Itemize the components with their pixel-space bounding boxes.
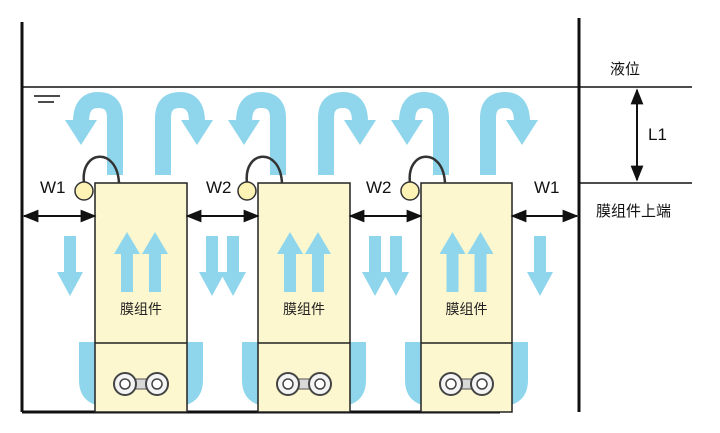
liquid-level-label: 液位	[610, 60, 640, 78]
gap-3-down-arrow-2	[383, 236, 409, 296]
top-flow-right-2	[318, 91, 376, 175]
module-2-up-arrow-2	[305, 232, 331, 292]
top-flow-left-1	[65, 91, 123, 175]
module-1-up-arrow-1	[114, 232, 140, 292]
module-2-outlet-hose	[237, 155, 284, 201]
membrane-module-3: 膜组件	[400, 155, 513, 413]
gap-3-down-arrow-1	[362, 236, 388, 296]
gap-4-down-arrow-1	[527, 236, 553, 296]
module-3-aerator	[439, 372, 494, 396]
w2-a-label: W2	[206, 178, 232, 197]
w1-left-label: W1	[40, 178, 66, 197]
water-surface-icon	[34, 95, 60, 103]
gap-2-down-arrow-2	[220, 236, 246, 296]
w2-b-label: W2	[366, 178, 392, 197]
module-1-aerator	[113, 372, 169, 396]
top-flow-left-2	[228, 91, 286, 175]
top-flow-left-3	[391, 91, 449, 175]
module-3-up-arrow-1	[439, 232, 466, 292]
module-top-label: 膜组件上端	[596, 202, 671, 220]
top-flow-right-1	[155, 91, 213, 175]
gap-1-down-arrow-1	[57, 236, 83, 296]
membrane-modules: 膜组件 膜组件 膜组件	[74, 155, 513, 413]
module-1-outlet-hose	[74, 155, 121, 201]
module-1-label: 膜组件	[120, 302, 162, 318]
l1-label: L1	[648, 125, 667, 144]
module-2-up-arrow-1	[277, 232, 303, 292]
module-2-aerator	[276, 372, 332, 396]
module-1-up-arrow-2	[142, 232, 168, 292]
top-flow-right-3	[480, 91, 538, 175]
gap-2-down-arrow-1	[199, 236, 225, 296]
w1-right-label: W1	[534, 178, 560, 197]
module-3-up-arrow-2	[467, 232, 494, 292]
module-3-outlet-hose	[400, 155, 447, 201]
membrane-module-2: 膜组件	[237, 155, 351, 413]
module-3-label: 膜组件	[446, 302, 488, 318]
module-2-label: 膜组件	[283, 302, 325, 318]
membrane-module-1: 膜组件	[74, 155, 188, 413]
